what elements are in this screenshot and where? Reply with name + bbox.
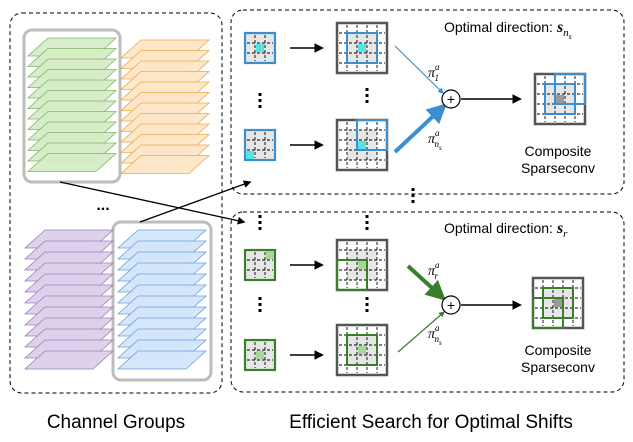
bottom-left-vdots [258, 227, 262, 230]
bottom-row2-board-kernel-window [346, 334, 378, 366]
green-channel-layer [26, 153, 118, 172]
channel-groups-caption: Channel Groups [47, 412, 185, 433]
top-result-line2: Sparseconv [521, 160, 595, 176]
top-search-panel: Optimal direction:sns [230, 9, 625, 195]
bottom-row1-board-kernel-window [336, 259, 368, 291]
bottom-left-vdots [258, 215, 262, 218]
bottom-left-vdots-2 [258, 297, 262, 300]
bottom-sum-node: + [441, 295, 461, 315]
bottom-mid-vdots [365, 227, 369, 230]
top-row1-board-kernel-window [346, 32, 378, 64]
bottom-mid-vdots-2 [365, 297, 369, 300]
top-mid-vdots [365, 94, 369, 97]
top-row2-board-shift-cell [358, 141, 366, 149]
bottom-composite-window-a [542, 287, 574, 319]
purple-channel-stack [23, 229, 115, 370]
bottom-mid-vdots [365, 221, 369, 224]
bottom-pi-lower-arrow [397, 311, 445, 353]
top-mid-vdots [365, 88, 369, 91]
top-result-line1: Composite [525, 143, 592, 159]
top-sum-node: + [441, 89, 461, 109]
bottom-mid-vdots-2 [365, 303, 369, 306]
between-panels-vdots [411, 188, 415, 191]
top-mid-vdots [365, 100, 369, 103]
top-panel-title: Optimal direction:sns [444, 19, 572, 41]
blue-channel-layer [116, 350, 208, 370]
blue-channel-stack [116, 229, 208, 370]
top-panel-border [230, 9, 625, 195]
top-left-vdots [258, 93, 262, 96]
bottom-panel-title: Optimal direction:sr [444, 220, 568, 240]
top-row1-board-shift-cell [358, 44, 366, 52]
bottom-left-vdots [258, 221, 262, 224]
green-group-highlight [22, 28, 122, 184]
bottom-left-vdots-2 [258, 303, 262, 306]
green-channel-stack [26, 37, 118, 172]
top-plus-symbol: + [447, 91, 455, 107]
group-to-top-arrow [139, 180, 252, 223]
top-pi-lower-arrow [393, 103, 447, 154]
orange-channel-layer [119, 155, 211, 174]
top-composite-window-a [544, 83, 576, 115]
bottom-pi-upper-arrow [406, 264, 446, 301]
bottom-row1-kernel-shift-cell [266, 251, 274, 259]
between-panels-vdots [411, 200, 415, 203]
orange-channel-stack [119, 39, 211, 174]
bottom-mid-vdots [365, 215, 369, 218]
channel-groups-panel: ... Channel Groups [9, 12, 223, 433]
bottom-plus-symbol: + [447, 297, 455, 313]
bottom-row2-board-shift-cell [358, 346, 366, 354]
top-composite-window-b [554, 73, 586, 105]
top-row2-kernel-shift-cell [246, 151, 254, 159]
bottom-left-vdots-2 [258, 309, 262, 312]
top-row2-board-kernel-window [356, 119, 388, 151]
top-left-vdots [258, 105, 262, 108]
right-caption: Efficient Search for Optimal Shifts [289, 412, 573, 433]
search-diagram-elements [243, 21, 587, 377]
bottom-composite-window-b [532, 297, 564, 329]
top-left-vdots [258, 99, 262, 102]
top-row1-kernel-shift-cell [256, 44, 264, 52]
channel-groups-ellipsis: ... [96, 197, 109, 214]
between-panels-vdots [411, 194, 415, 197]
bottom-mid-vdots-2 [365, 309, 369, 312]
blue-group-highlight [111, 220, 213, 382]
top-pi-upper-arrow [394, 45, 444, 94]
bottom-panel-border [230, 211, 625, 393]
bottom-row2-kernel-shift-cell [256, 351, 264, 359]
bottom-result-line2: Sparseconv [521, 359, 595, 375]
channel-groups-border [9, 12, 223, 394]
bottom-composite-center-cell [554, 299, 562, 307]
top-composite-center-cell [556, 95, 564, 103]
purple-channel-layer [23, 350, 115, 370]
bottom-row1-board-shift-cell [358, 261, 366, 269]
bottom-search-panel: Optimal direction:sr [230, 211, 625, 393]
bottom-result-line1: Composite [525, 342, 592, 358]
group-to-bottom-arrow [59, 181, 246, 225]
